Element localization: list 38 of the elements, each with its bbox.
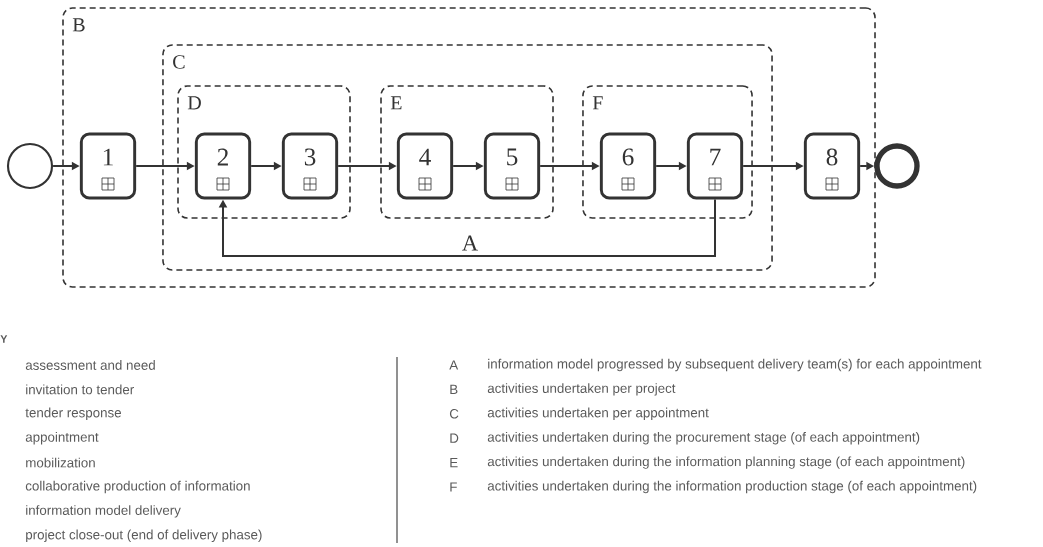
key-entry: tender response — [25, 407, 121, 420]
end-event-circle — [874, 143, 920, 189]
group-letter: B — [72, 18, 85, 32]
subprocess-box: 8 — [803, 132, 861, 200]
key-entry: activities undertaken during the information production stage (of each appointment) — [487, 480, 977, 494]
key-entry: project close-out (end of delivery phase) — [26, 529, 262, 542]
key-entry: collaborative production of information — [25, 480, 250, 494]
key-entry: activities undertaken per project — [487, 383, 676, 396]
subprocess-box: 3 — [281, 132, 339, 200]
subprocess-box: 4 — [396, 132, 454, 200]
subprocess-box: 1 — [79, 132, 137, 200]
edge-label: A — [460, 234, 480, 252]
start-event-circle — [6, 142, 54, 190]
group-letter: E — [390, 96, 402, 110]
key-letter: D — [450, 433, 459, 443]
key-letter: F — [450, 482, 457, 492]
key-heading: Y — [0, 335, 8, 343]
key-letter: C — [449, 409, 459, 419]
subprocess-box: 2 — [194, 132, 252, 200]
subprocess-box: 5 — [483, 132, 541, 200]
key-entry: appointment — [25, 432, 99, 445]
group-letter: C — [173, 55, 185, 69]
subprocess-box: 6 — [599, 132, 657, 200]
group-letter: F — [592, 96, 603, 110]
key-letter: B — [450, 384, 458, 394]
key-entry: mobilization — [26, 457, 95, 468]
key-entry: invitation to tender — [26, 384, 134, 395]
subprocess-box: 7 — [686, 132, 744, 200]
key-letter: A — [449, 360, 459, 370]
key-entry: information model delivery — [26, 505, 181, 518]
key-entry: activities undertaken per appointment — [487, 407, 709, 420]
key-letter: E — [450, 458, 458, 468]
loop-back-arrow — [218, 198, 716, 257]
key-entry: activities undertaken during the information planning stage (of each appointment) — [487, 456, 965, 469]
key-entry: information model progressed by subsequent delivery team(s) for each appointment — [488, 358, 982, 372]
group-letter: D — [187, 96, 201, 110]
key-entry: assessment and need — [25, 360, 155, 370]
key-entry: activities undertaken during the procurement stage (of each appointment) — [487, 432, 920, 445]
